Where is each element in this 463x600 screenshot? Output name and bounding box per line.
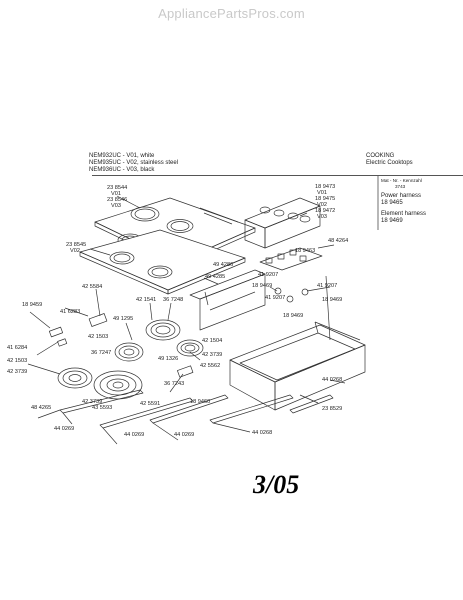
callout: 36 7248 xyxy=(163,297,184,303)
callout: V01 xyxy=(111,191,121,197)
callout: V02 xyxy=(70,248,80,254)
callout: 42 5584 xyxy=(82,284,103,290)
callout: 44 0268 xyxy=(252,430,273,436)
callout: 41 9207 xyxy=(317,283,338,289)
callout: 42 1541 xyxy=(136,297,157,303)
terminal-clip-1 xyxy=(88,313,108,327)
model-line-2: NEM935UC - V02, stainless steel xyxy=(89,160,179,166)
callout: 18 9469 xyxy=(252,283,273,289)
connector-2 xyxy=(301,288,309,296)
knob-1 xyxy=(259,206,271,214)
callout: 42 1503 xyxy=(7,358,28,364)
model-line-3: NEM936UC - V03, black xyxy=(89,167,155,173)
radiant-element-3 xyxy=(114,342,144,362)
section-title: COOKING xyxy=(366,153,395,159)
callout: 42 3739 xyxy=(202,352,223,358)
callout: 41 6284 xyxy=(7,345,28,351)
callout: 18 9469 xyxy=(283,313,304,319)
limiter xyxy=(177,365,194,378)
support-rail-1 xyxy=(59,389,144,414)
section-subtitle: Electric Cooktops xyxy=(366,160,413,166)
support-rail-3 xyxy=(149,394,229,424)
callout: 44 0269 xyxy=(54,426,75,432)
callout: 44 0268 xyxy=(322,377,343,383)
terminal-clip-2 xyxy=(48,326,64,338)
callout: V03 xyxy=(111,203,121,209)
burner-ring-1 xyxy=(130,206,160,222)
callout: V03 xyxy=(317,214,327,220)
model-line-1: NEM932UC - V01, white xyxy=(89,153,155,159)
callout: 42 1503 xyxy=(88,334,109,340)
connector-3 xyxy=(286,295,294,303)
callout: V01 xyxy=(317,190,327,196)
callout: 41 9207 xyxy=(258,272,279,278)
header-rule xyxy=(92,175,463,176)
callout: 49 1295 xyxy=(113,316,134,322)
callout: 48 4265 xyxy=(31,405,52,411)
power-harness-label: Power harness xyxy=(381,193,422,199)
element-harness-part: 18 9469 xyxy=(381,218,403,224)
callout: 23 8546 xyxy=(107,197,128,203)
callout: 36 7243 xyxy=(164,381,185,387)
element-harness-label: Element harness xyxy=(381,211,427,217)
radiant-element-4 xyxy=(57,367,93,389)
callout: 44 0269 xyxy=(124,432,145,438)
panel-code: 3743 xyxy=(395,184,406,189)
callout: 41 9207 xyxy=(265,295,286,301)
connector-1 xyxy=(274,287,282,295)
callout: 36 7247 xyxy=(91,350,112,356)
callout: 48 4264 xyxy=(328,238,349,244)
callout: 23 8545 xyxy=(66,242,87,248)
support-rail-4 xyxy=(209,394,294,424)
callout: 42 3739 xyxy=(82,399,103,405)
radiant-element-2 xyxy=(176,339,204,357)
callout: V02 xyxy=(317,202,327,208)
callout: 42 3739 xyxy=(7,369,28,375)
callout: 49 4285 xyxy=(205,274,226,280)
callout: 41 6283 xyxy=(60,309,81,315)
callout: 18 9463 xyxy=(295,248,316,254)
callout: 43 5593 xyxy=(92,405,113,411)
callout: 18 9460 xyxy=(190,399,211,405)
knob-4 xyxy=(299,215,311,223)
knob-3 xyxy=(287,212,299,220)
power-harness-part: 18 9465 xyxy=(381,200,403,206)
callout: 44 0269 xyxy=(174,432,195,438)
callout: 23 8529 xyxy=(322,406,343,412)
switch-bracket xyxy=(259,247,323,271)
callout: 42 5562 xyxy=(200,363,221,369)
callout: 18 9459 xyxy=(22,302,43,308)
knob-2 xyxy=(273,209,285,217)
callout: 42 5591 xyxy=(140,401,161,407)
callout: 49 1326 xyxy=(158,356,179,362)
callout: 18 9469 xyxy=(322,297,343,303)
support-rail-2 xyxy=(99,397,194,429)
callout: 18 9475 xyxy=(315,196,336,202)
callout: 49 4286 xyxy=(213,262,234,268)
callout: 23 8544 xyxy=(107,185,128,191)
panel-header: Mat - Nr. - Kennzahl xyxy=(381,178,422,183)
watermark: AppliancePartsPros.com xyxy=(158,6,305,21)
revision-date: 3/05 xyxy=(253,470,300,499)
burner-ring-2 xyxy=(166,219,194,233)
callout: 18 9472 xyxy=(315,208,336,214)
callout: 42 1504 xyxy=(202,338,223,344)
radiant-element-1 xyxy=(145,319,181,341)
callout: 18 9473 xyxy=(315,184,336,190)
control-panel-frame xyxy=(244,197,321,229)
